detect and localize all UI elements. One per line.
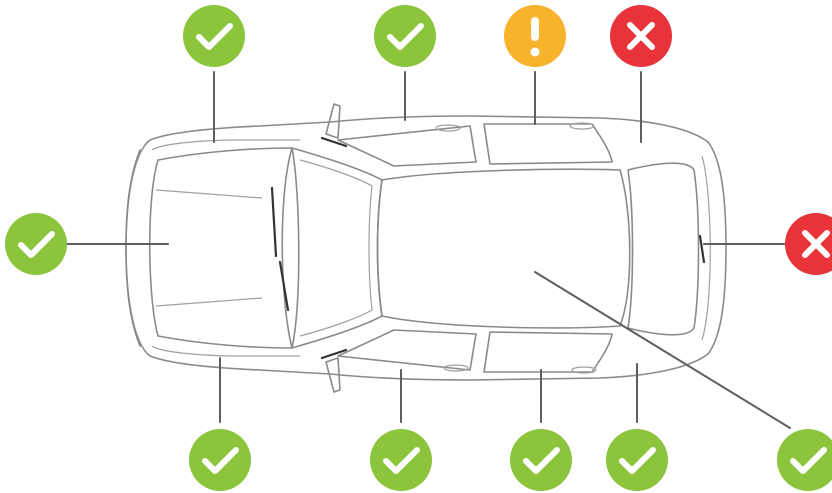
x-icon [802,230,830,258]
x-icon [627,22,655,50]
door-handle-rl [569,122,595,130]
rear-left-window [483,123,613,165]
marker-rear-left-quarter[interactable] [610,5,672,67]
door-handle-rr [571,366,597,374]
check-icon [387,23,424,50]
front-right-window [337,329,477,371]
status-circle [374,5,436,67]
front-left-window [337,125,477,167]
marker-rear-hatch[interactable] [785,213,832,275]
exclamation-icon [530,17,540,57]
car-body-outline [125,115,727,381]
mirror-left-arm [320,136,348,148]
check-icon [523,447,560,474]
marker-hood[interactable] [5,213,67,275]
marker-front-right-fender[interactable] [189,429,251,491]
marker-roof[interactable] [777,429,832,491]
check-icon [196,23,233,50]
rear-window-outline [627,162,700,336]
marker-front-right-door[interactable] [370,429,432,491]
status-circle [606,429,668,491]
check-icon [790,447,827,474]
status-markers [5,5,832,491]
roof-outline [376,168,631,329]
windshield-inner [299,159,373,337]
marker-rear-right-door[interactable] [510,429,572,491]
wiper-right [278,260,290,312]
hood-crease-top [155,189,263,199]
mirror-right-arm [320,348,348,360]
status-circle [785,213,832,275]
door-handle-fr [443,364,469,372]
mirror-left [325,103,341,139]
rear-wiper [698,234,706,264]
check-icon [18,231,55,258]
windshield-outline [281,147,383,349]
door-handle-fl [435,124,461,132]
car-outline [125,103,727,393]
check-icon [202,447,239,474]
hood-crease-bottom [155,297,263,307]
marker-rear-left-door[interactable] [504,5,566,67]
marker-front-left-fender[interactable] [183,5,245,67]
rear-right-window [483,331,613,373]
leader-roof [534,271,791,429]
status-circle [370,429,432,491]
mirror-right [325,357,341,393]
status-circle [5,213,67,275]
wiper-left [270,186,278,258]
marker-front-left-door[interactable] [374,5,436,67]
status-circle [189,429,251,491]
car-body-inner-line [151,139,300,357]
check-icon [383,447,420,474]
status-circle [183,5,245,67]
status-circle [510,429,572,491]
front-bumper [125,149,141,347]
status-circle [777,429,832,491]
rear-hatch-edge [701,155,711,341]
check-icon [619,447,656,474]
marker-rear-right-quarter[interactable] [606,429,668,491]
leader-lines [59,71,791,429]
